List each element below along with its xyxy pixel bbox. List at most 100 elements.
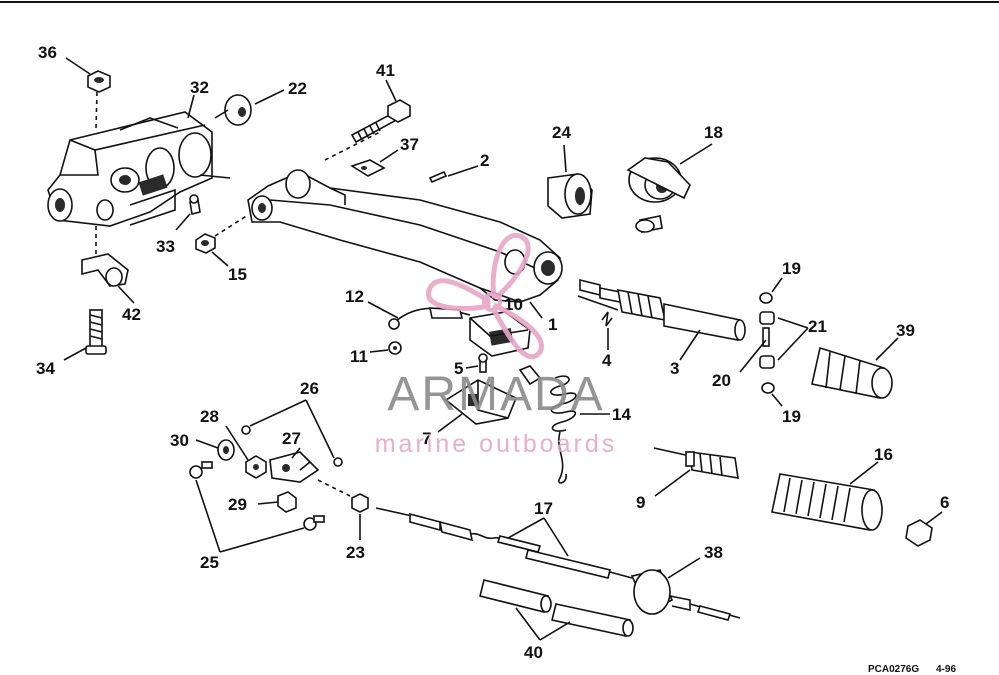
part-30-washer bbox=[217, 439, 235, 461]
part-7-bracket bbox=[444, 379, 518, 425]
part-19-detent-cap-bottom bbox=[761, 382, 775, 394]
part-37-clip bbox=[350, 159, 386, 177]
leader bbox=[515, 607, 541, 641]
label-37: 37 bbox=[400, 135, 419, 154]
part-42-clamp bbox=[81, 253, 129, 287]
propeller-logo bbox=[426, 233, 544, 360]
label-18: 18 bbox=[704, 123, 723, 142]
label-38: 38 bbox=[704, 543, 723, 562]
leader bbox=[117, 285, 135, 304]
leader bbox=[367, 301, 399, 319]
label-19-bottom: 19 bbox=[782, 407, 801, 426]
leader bbox=[195, 439, 219, 449]
leader bbox=[175, 213, 191, 231]
leader bbox=[199, 174, 231, 179]
label-30: 30 bbox=[170, 431, 189, 450]
part-26-washers bbox=[241, 425, 343, 467]
part-15-nut bbox=[195, 214, 249, 254]
leader bbox=[507, 517, 545, 539]
leader bbox=[317, 479, 351, 497]
label-29: 29 bbox=[228, 495, 247, 514]
label-42: 42 bbox=[122, 305, 141, 324]
leader bbox=[465, 365, 479, 369]
part-16-handle bbox=[771, 473, 883, 531]
steering-arm bbox=[247, 169, 563, 303]
part-28-nut bbox=[245, 455, 267, 479]
label-9: 9 bbox=[636, 493, 645, 512]
part-11-terminal bbox=[388, 341, 402, 355]
label-10: 10 bbox=[504, 295, 523, 314]
leader bbox=[679, 143, 713, 165]
label-14: 14 bbox=[612, 405, 631, 424]
label-27: 27 bbox=[282, 429, 301, 448]
part-32-bracket-housing bbox=[47, 111, 213, 227]
leader bbox=[257, 501, 279, 505]
leader bbox=[291, 447, 301, 459]
part-19-detent-cap-top bbox=[759, 292, 773, 304]
footer-code: PCA0276G bbox=[868, 664, 919, 675]
leader bbox=[777, 327, 809, 361]
leader bbox=[385, 79, 397, 102]
label-12: 12 bbox=[345, 287, 364, 306]
label-34: 34 bbox=[36, 359, 55, 378]
label-40: 40 bbox=[524, 643, 543, 662]
watermark-tagline: marine outboards bbox=[375, 430, 618, 458]
label-24: 24 bbox=[552, 123, 571, 142]
part-18-collar bbox=[626, 157, 691, 233]
leader bbox=[369, 349, 389, 353]
part-38-fitting bbox=[630, 569, 741, 621]
part-labels: 36 32 22 41 37 2 24 18 33 15 42 34 12 10… bbox=[36, 43, 949, 662]
label-25: 25 bbox=[200, 553, 219, 572]
leader bbox=[543, 517, 569, 557]
label-15: 15 bbox=[228, 265, 247, 284]
label-2: 2 bbox=[480, 151, 489, 170]
footer-date: 4-96 bbox=[936, 664, 956, 675]
leader bbox=[254, 89, 285, 105]
part-23-nut bbox=[351, 493, 369, 513]
label-1: 1 bbox=[548, 315, 557, 334]
leader bbox=[305, 399, 335, 459]
part-4-clip bbox=[601, 311, 613, 327]
label-16: 16 bbox=[874, 445, 893, 464]
leader bbox=[539, 621, 571, 641]
leader bbox=[447, 165, 479, 177]
label-3: 3 bbox=[670, 359, 679, 378]
leader bbox=[679, 329, 701, 361]
part-6-cap bbox=[905, 519, 933, 547]
leader bbox=[211, 251, 229, 267]
leader bbox=[65, 57, 91, 75]
label-11: 11 bbox=[350, 347, 368, 366]
leader bbox=[563, 144, 567, 173]
leader bbox=[219, 527, 305, 553]
label-21: 21 bbox=[808, 317, 827, 336]
leader bbox=[577, 295, 619, 311]
label-28: 28 bbox=[200, 407, 219, 426]
part-2-pin bbox=[428, 170, 448, 184]
label-39: 39 bbox=[896, 321, 915, 340]
leader bbox=[777, 317, 809, 329]
leader bbox=[654, 469, 691, 497]
part-17-cable bbox=[375, 507, 633, 579]
part-24-bushing bbox=[547, 173, 593, 219]
label-23: 23 bbox=[346, 543, 365, 562]
part-34-bolt bbox=[85, 309, 107, 355]
leader bbox=[771, 393, 783, 407]
label-19-top: 19 bbox=[782, 259, 801, 278]
part-9-switch bbox=[653, 447, 739, 479]
watermark-brand: ARMADA bbox=[387, 368, 604, 421]
label-36: 36 bbox=[38, 43, 57, 62]
part-40-sleeves bbox=[479, 579, 634, 637]
leader bbox=[324, 131, 381, 161]
leader bbox=[63, 347, 87, 361]
part-29-nut bbox=[277, 491, 297, 513]
part-41-bolt bbox=[350, 99, 411, 144]
part-12-wire bbox=[388, 307, 471, 330]
label-20: 20 bbox=[712, 371, 731, 390]
part-39-grip bbox=[811, 346, 893, 399]
label-33: 33 bbox=[156, 237, 175, 256]
label-5: 5 bbox=[454, 359, 463, 378]
label-32: 32 bbox=[190, 78, 209, 97]
part-3-shaft bbox=[579, 278, 746, 341]
label-22: 22 bbox=[288, 79, 307, 98]
